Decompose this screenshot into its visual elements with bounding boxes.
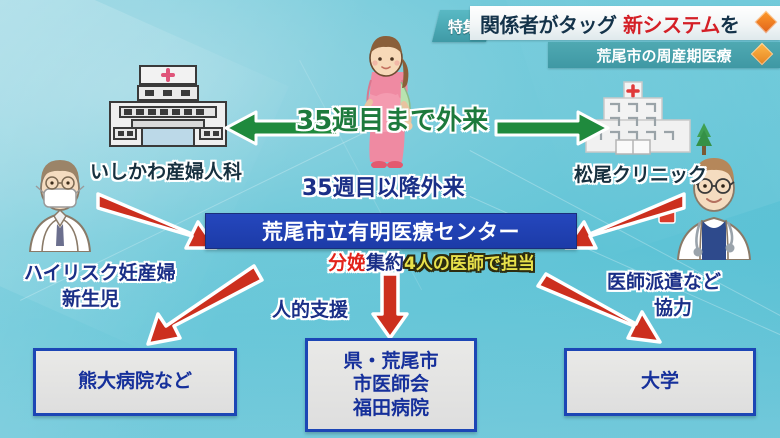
box-university: 大学 bbox=[564, 348, 756, 416]
box-prefecture-line3: 福田病院 bbox=[352, 396, 429, 419]
box-kumadai-label: 熊大病院など bbox=[77, 370, 192, 393]
doctor-stethoscope-avatar-icon bbox=[668, 148, 760, 260]
background-corner-shade bbox=[0, 0, 160, 200]
center-hospital-banner: 荒尾市立有明医療センター bbox=[205, 213, 577, 249]
center-note-shuyaku: 集約 bbox=[366, 252, 405, 274]
headline-accent: 新システム bbox=[622, 12, 720, 37]
box-kumadai-hospital: 熊大病院など bbox=[33, 348, 237, 416]
headline-part-2: を bbox=[719, 12, 740, 37]
headline-bar: 関係者がタッグ 新システムを bbox=[470, 6, 780, 40]
arrow-right-green bbox=[492, 108, 612, 148]
center-note-doctors: 4人の医師で担当 bbox=[404, 254, 535, 274]
hospital-building-icon bbox=[104, 62, 232, 148]
pregnant-woman-icon bbox=[348, 28, 424, 168]
box-prefecture-group: 県・荒尾市 市医師会 福田病院 bbox=[305, 338, 477, 432]
box-prefecture-line2: 市医師会 bbox=[352, 373, 429, 396]
arrow-left-green bbox=[222, 108, 342, 148]
label-dispatch-line2: 協力 bbox=[654, 297, 693, 319]
arrow-center-to-university bbox=[536, 268, 668, 350]
clinic-right-label: 松尾クリニック bbox=[574, 164, 708, 186]
box-prefecture-line1: 県・荒尾市 bbox=[343, 350, 439, 373]
program-header: 特集 関係者がタッグ 新システムを 荒尾市の周産期医療 bbox=[418, 6, 780, 70]
top-flow-label: 35週目まで外来 bbox=[296, 106, 489, 136]
headline-part-1: 関係者がタッグ bbox=[480, 12, 623, 37]
tree-icon bbox=[694, 122, 714, 156]
subheadline-text: 荒尾市の周産期医療 bbox=[596, 46, 732, 65]
second-flow-label: 35週目以降外来 bbox=[302, 176, 465, 201]
box-university-label: 大学 bbox=[640, 370, 679, 393]
clinic-building-icon bbox=[578, 80, 698, 160]
center-note-row: 分娩集約4人の医師で担当 bbox=[328, 252, 535, 274]
doctor-masked-avatar-icon bbox=[22, 152, 98, 252]
arrow-right-clinic-to-center bbox=[560, 186, 690, 258]
label-high-risk-line2: 新生児 bbox=[62, 288, 120, 310]
center-hospital-label: 荒尾市立有明医療センター bbox=[262, 220, 520, 244]
box-prefecture-labels: 県・荒尾市 市医師会 福田病院 bbox=[343, 350, 438, 420]
clinic-left-label: いしかわ産婦人科 bbox=[90, 161, 243, 183]
headline-text: 関係者がタッグ 新システムを bbox=[480, 9, 740, 38]
label-high-risk-line1: ハイリスク妊産婦 bbox=[24, 262, 176, 284]
subheadline-bar: 荒尾市の周産期医療 bbox=[548, 42, 780, 68]
label-dispatch-line1: 医師派遣など bbox=[607, 271, 722, 293]
center-note-bunben: 分娩 bbox=[328, 252, 367, 274]
label-human-support: 人的支援 bbox=[272, 299, 349, 321]
arrow-center-to-prefecture bbox=[370, 270, 410, 342]
arrow-center-to-kumadai bbox=[140, 264, 268, 348]
arrow-left-clinic-to-center bbox=[92, 186, 222, 258]
